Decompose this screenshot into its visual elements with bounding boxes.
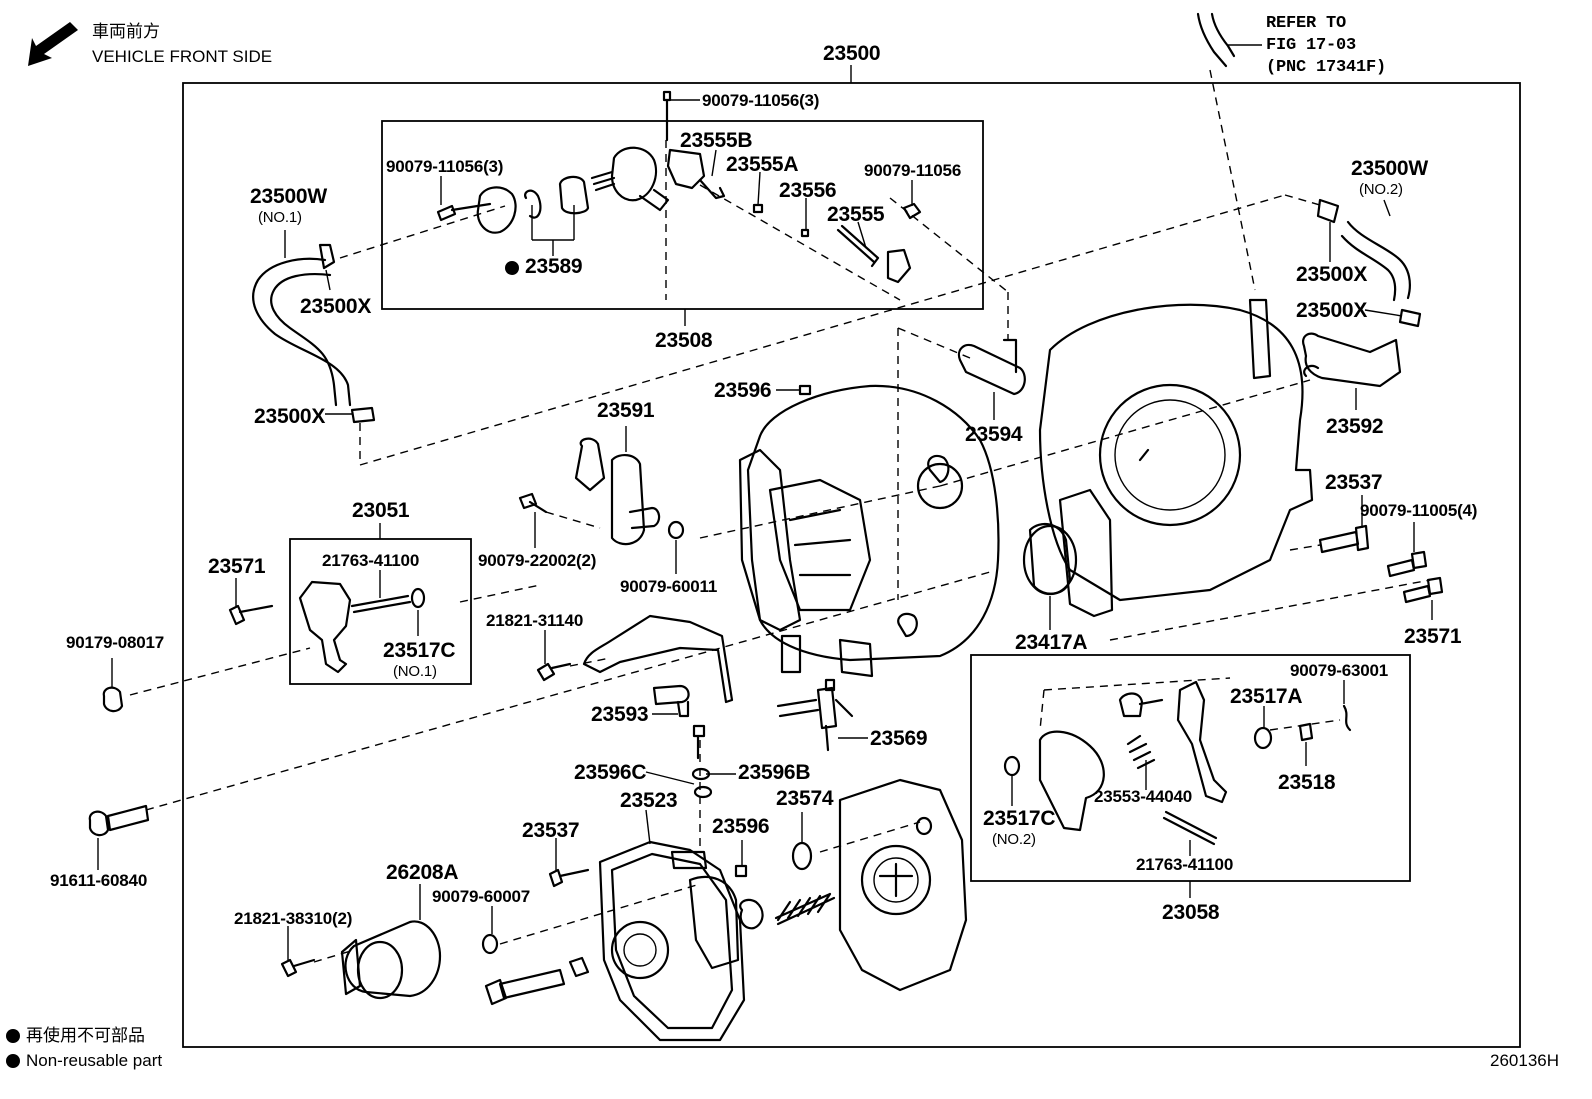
lever-assembly-23058: [1003, 680, 1352, 846]
part-label-21821-31140: 21821-31140: [486, 611, 584, 630]
diaphragm-23574: [838, 778, 968, 992]
hose-23500w-no2: [1316, 198, 1422, 328]
part-label-26208a: 26208A: [386, 861, 459, 884]
fitting-23591: [574, 437, 661, 546]
part-label-23571-left: 23571: [208, 555, 266, 578]
part-label-23593: 23593: [591, 703, 649, 726]
part-label-21763-41100-bot: 21763-41100: [1136, 855, 1234, 874]
legend-dot-icon: [6, 1029, 20, 1043]
part-label-23500w-no1: 23500W: [250, 185, 328, 208]
part-label-23591: 23591: [597, 399, 655, 422]
part-label-90079-11056: 90079-11056: [864, 161, 962, 180]
part-label-23596-bot: 23596: [712, 815, 770, 838]
part-label-90079-60011: 90079-60011: [620, 577, 718, 596]
part-label-23589: 23589: [505, 255, 583, 278]
part-label-23500x-a: 23500X: [300, 295, 372, 318]
part-label-90079-22002: 90079-22002(2): [478, 551, 597, 570]
legend-en-text: Non-reusable part: [26, 1051, 163, 1070]
refer-line-2: FIG 17-03: [1266, 36, 1357, 55]
part-label-23589-text: 23589: [525, 255, 583, 278]
part-label-23517a: 23517A: [1230, 685, 1303, 708]
part-label-23596c: 23596C: [574, 761, 647, 784]
part-label-23537-right: 23537: [1325, 471, 1383, 494]
part-label-90079-60007: 90079-60007: [432, 887, 531, 906]
inset-box-23508: [381, 120, 984, 310]
legend-dot-icon-2: [6, 1054, 20, 1068]
part-label-23592: 23592: [1326, 415, 1384, 438]
part-label-23555b: 23555B: [680, 129, 753, 152]
part-label-90079-11056-3-top: 90079-11056(3): [702, 91, 820, 110]
part-label-90079-63001: 90079-63001: [1290, 661, 1389, 680]
hose-23500w-no1: [252, 243, 376, 424]
part-label-23517c-no2: 23517C: [983, 807, 1056, 830]
part-label-23537-left: 23537: [522, 819, 580, 842]
part-label-23555: 23555: [827, 203, 885, 226]
legend-jp-text: 再使用不可部品: [26, 1026, 145, 1045]
front-label-jp: 車両前方: [92, 22, 160, 41]
part-label-23517c-no1-sub: (NO.1): [393, 663, 437, 680]
part-label-91611-60840: 91611-60840: [50, 871, 148, 890]
part-label-23058: 23058: [1162, 901, 1220, 924]
lower-housing-23523: [598, 840, 746, 1042]
front-label-en: VEHICLE FRONT SIDE: [92, 47, 273, 66]
bracket-23051: [298, 580, 426, 674]
part-label-23523: 23523: [620, 789, 678, 812]
figure-id: 260136H: [1490, 1051, 1560, 1070]
part-label-90179-08017: 90179-08017: [66, 633, 165, 652]
part-label-23596b: 23596B: [738, 761, 811, 784]
part-label-23508: 23508: [655, 329, 713, 352]
part-label-23500x-d: 23500X: [1296, 299, 1368, 322]
part-label-23500w-no2: 23500W: [1351, 157, 1429, 180]
part-label-23553-44040: 23553-44040: [1094, 787, 1193, 806]
legend-en: Non-reusable part: [6, 1052, 162, 1069]
part-label-23517c-no2-sub: (NO.2): [992, 831, 1036, 848]
part-label-23500x-c: 23500X: [1296, 263, 1368, 286]
part-label-23594: 23594: [965, 423, 1023, 446]
part-label-23574: 23574: [776, 787, 834, 810]
part-label-23500w-no1-sub: (NO.1): [258, 209, 302, 226]
legend-jp: 再使用不可部品: [6, 1027, 145, 1044]
vaporizer-body: [738, 384, 1000, 678]
front-direction-arrow-icon: [28, 22, 78, 66]
part-label-23500x-b: 23500X: [254, 405, 326, 428]
refer-line-3: (PNC 17341F): [1266, 58, 1387, 77]
part-label-21763-41100-top: 21763-41100: [322, 551, 420, 570]
part-label-23569: 23569: [870, 727, 928, 750]
part-label-23417a: 23417A: [1015, 631, 1088, 654]
non-reusable-dot-icon: [505, 261, 519, 275]
part-label-23517c-no1: 23517C: [383, 639, 456, 662]
part-label-23518: 23518: [1278, 771, 1336, 794]
part-label-23555a: 23555A: [726, 153, 799, 176]
part-label-23596-top: 23596: [714, 379, 772, 402]
part-label-23571-right: 23571: [1404, 625, 1462, 648]
part-label-23051: 23051: [352, 499, 410, 522]
part-label-90079-11005: 90079-11005(4): [1360, 501, 1478, 520]
part-label-90079-11056-3-left: 90079-11056(3): [386, 157, 504, 176]
part-label-23500: 23500: [823, 42, 881, 65]
part-label-23556: 23556: [779, 179, 837, 202]
upper-box-parts: [436, 90, 922, 284]
part-label-23500w-no2-sub: (NO.2): [1359, 181, 1403, 198]
refer-line-1: REFER TO: [1266, 14, 1347, 33]
actuator-26208a: [340, 920, 442, 1000]
diaphragm-cover: [1022, 298, 1314, 618]
part-label-21821-38310: 21821-38310(2): [234, 909, 353, 928]
